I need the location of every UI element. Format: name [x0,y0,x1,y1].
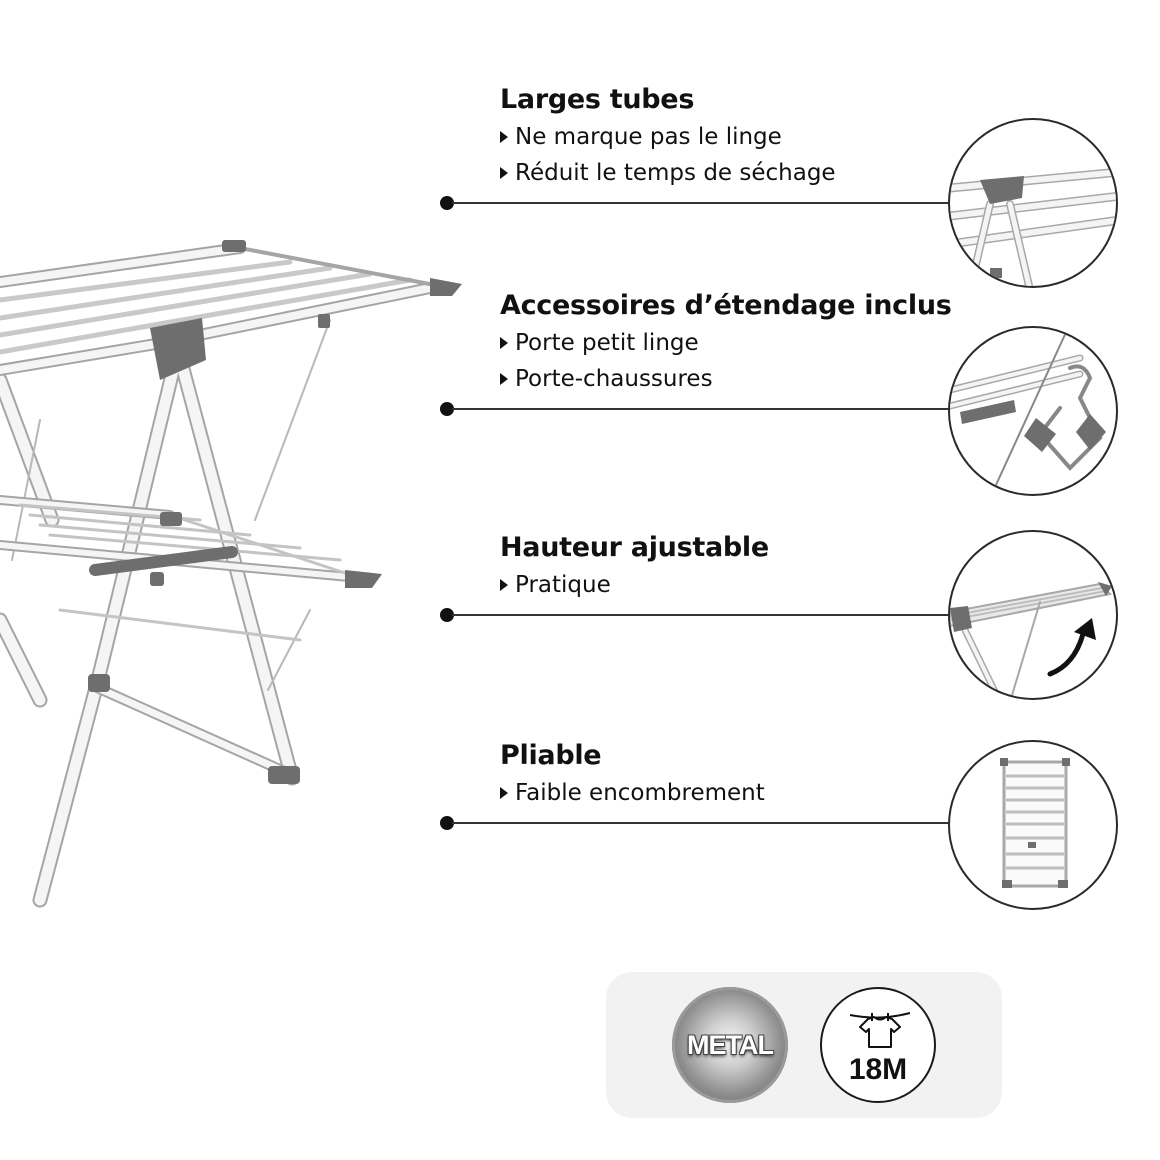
feature-bullet-text: Faible encombrement [515,780,765,806]
feature-title: Hauteur ajustable [500,532,769,563]
feature-bullet: Faible encombrement [500,780,765,806]
feature-title: Accessoires d’étendage inclus [500,290,952,321]
connector-dot-icon [440,608,454,622]
connector-dot-icon [440,816,454,830]
connector-line [452,614,952,616]
feature-accessories: Accessoires d’étendage inclus Porte peti… [436,290,1160,430]
connector-line [452,202,952,204]
feature-title: Pliable [500,740,602,771]
feature-bullet-text: Réduit le temps de séchage [515,160,836,186]
drying-length-label: 18M [848,1053,908,1086]
feature-bullet: Porte-chaussures [500,366,713,392]
connector-dot-icon [440,402,454,416]
triangle-bullet-icon [500,167,508,179]
material-label: METAL [687,1030,774,1060]
wide-tubes-closeup-icon [948,118,1118,288]
triangle-bullet-icon [500,579,508,591]
feature-wide-tubes: Larges tubes Ne marque pas le linge Rédu… [436,84,1160,224]
connector-dot-icon [440,196,454,210]
folded-rack-icon [948,740,1118,910]
feature-bullet: Réduit le temps de séchage [500,160,836,186]
triangle-bullet-icon [500,131,508,143]
feature-bullet-text: Pratique [515,572,611,598]
drying-rack-image [0,0,470,920]
metal-badge-icon: METAL [672,987,788,1103]
feature-bullet-text: Porte petit linge [515,330,699,356]
tshirt-clothesline-icon [849,1012,911,1048]
drying-length-badge: 18M [820,987,936,1103]
feature-bullet-text: Ne marque pas le linge [515,124,782,150]
feature-title: Larges tubes [500,84,695,115]
connector-line [452,408,952,410]
connector-line [452,822,952,824]
feature-bullet: Porte petit linge [500,330,699,356]
hanging-accessories-closeup-icon [948,326,1118,496]
triangle-bullet-icon [500,373,508,385]
spec-badges: METAL 18M [606,972,1002,1118]
triangle-bullet-icon [500,787,508,799]
feature-bullet: Ne marque pas le linge [500,124,782,150]
adjustable-wing-arrow-icon [948,530,1118,700]
feature-bullet: Pratique [500,572,611,598]
feature-adjustable-height: Hauteur ajustable Pratique [436,532,1160,632]
triangle-bullet-icon [500,337,508,349]
feature-bullet-text: Porte-chaussures [515,366,713,392]
feature-foldable: Pliable Faible encombrement [436,740,1160,840]
